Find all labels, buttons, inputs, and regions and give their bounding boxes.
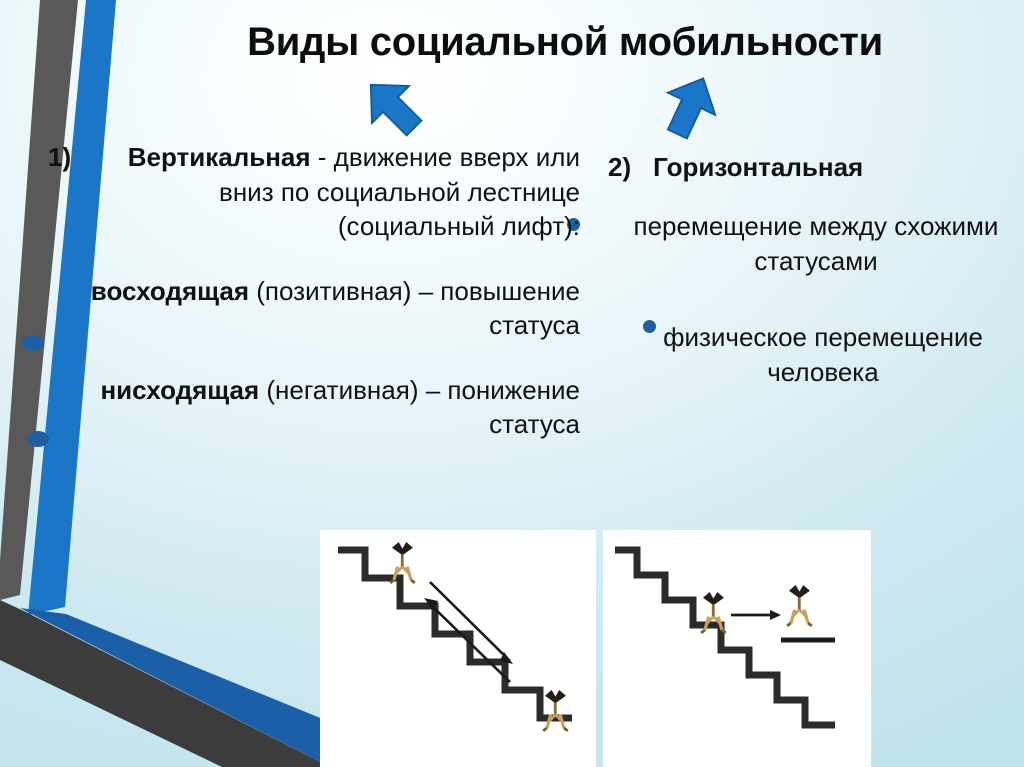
descending-rest: (негативная) – понижение статуса bbox=[259, 374, 580, 440]
descending-arrow bbox=[429, 581, 513, 664]
bullet-dot-2 bbox=[643, 320, 656, 333]
horizontal-mobility-illustration bbox=[603, 530, 871, 767]
left-column: 1) Вертикальная - движение вверх или вни… bbox=[40, 140, 580, 442]
down-right-arrow-icon bbox=[645, 72, 735, 142]
horizontal-arrow bbox=[731, 610, 781, 620]
horizontal-between-paragraph: перемещение между схожими статусами bbox=[633, 211, 999, 276]
vertical-mobility-paragraph: 1) Вертикальная - движение вверх или вни… bbox=[40, 140, 580, 244]
ascending-mobility-paragraph: восходящая (позитивная) – повышение стат… bbox=[40, 274, 580, 343]
staircase-path bbox=[615, 546, 835, 729]
staircase-path bbox=[338, 546, 572, 722]
down-left-arrow-icon bbox=[348, 72, 438, 142]
person-figure-lower bbox=[542, 690, 569, 732]
right-column: 2) Горизонтальная перемещение между схож… bbox=[608, 152, 1008, 389]
gray-stripe-bottom bbox=[0, 600, 330, 767]
vertical-mobility-illustration bbox=[320, 530, 596, 767]
horizontal-physical-paragraph: физическое перемещение человека bbox=[663, 322, 983, 387]
person-figure-upper bbox=[389, 542, 416, 584]
ascending-arrow bbox=[424, 598, 511, 683]
descending-term: нисходящая bbox=[100, 374, 260, 405]
slide-title: Виды социальной мобильности bbox=[247, 20, 883, 64]
bullet-dot-1 bbox=[567, 218, 580, 231]
ascending-rest: (позитивная) – повышение статуса bbox=[249, 275, 580, 341]
horizontal-term: Горизонтальная bbox=[653, 152, 864, 182]
person-figure-on-stairs bbox=[700, 592, 727, 634]
right-list-marker: 2) bbox=[608, 152, 632, 182]
person-figure-on-platform bbox=[786, 585, 813, 627]
horizontal-mobility-heading: 2) Горизонтальная bbox=[608, 152, 1008, 183]
vertical-definition: - движение вверх или вниз по социальной … bbox=[219, 142, 580, 242]
left-list-marker: 1) bbox=[48, 142, 72, 172]
ascending-term: восходящая bbox=[90, 275, 250, 306]
vertical-term: Вертикальная bbox=[127, 142, 311, 172]
descending-mobility-paragraph: нисходящая (негативная) – понижение стат… bbox=[40, 373, 580, 442]
